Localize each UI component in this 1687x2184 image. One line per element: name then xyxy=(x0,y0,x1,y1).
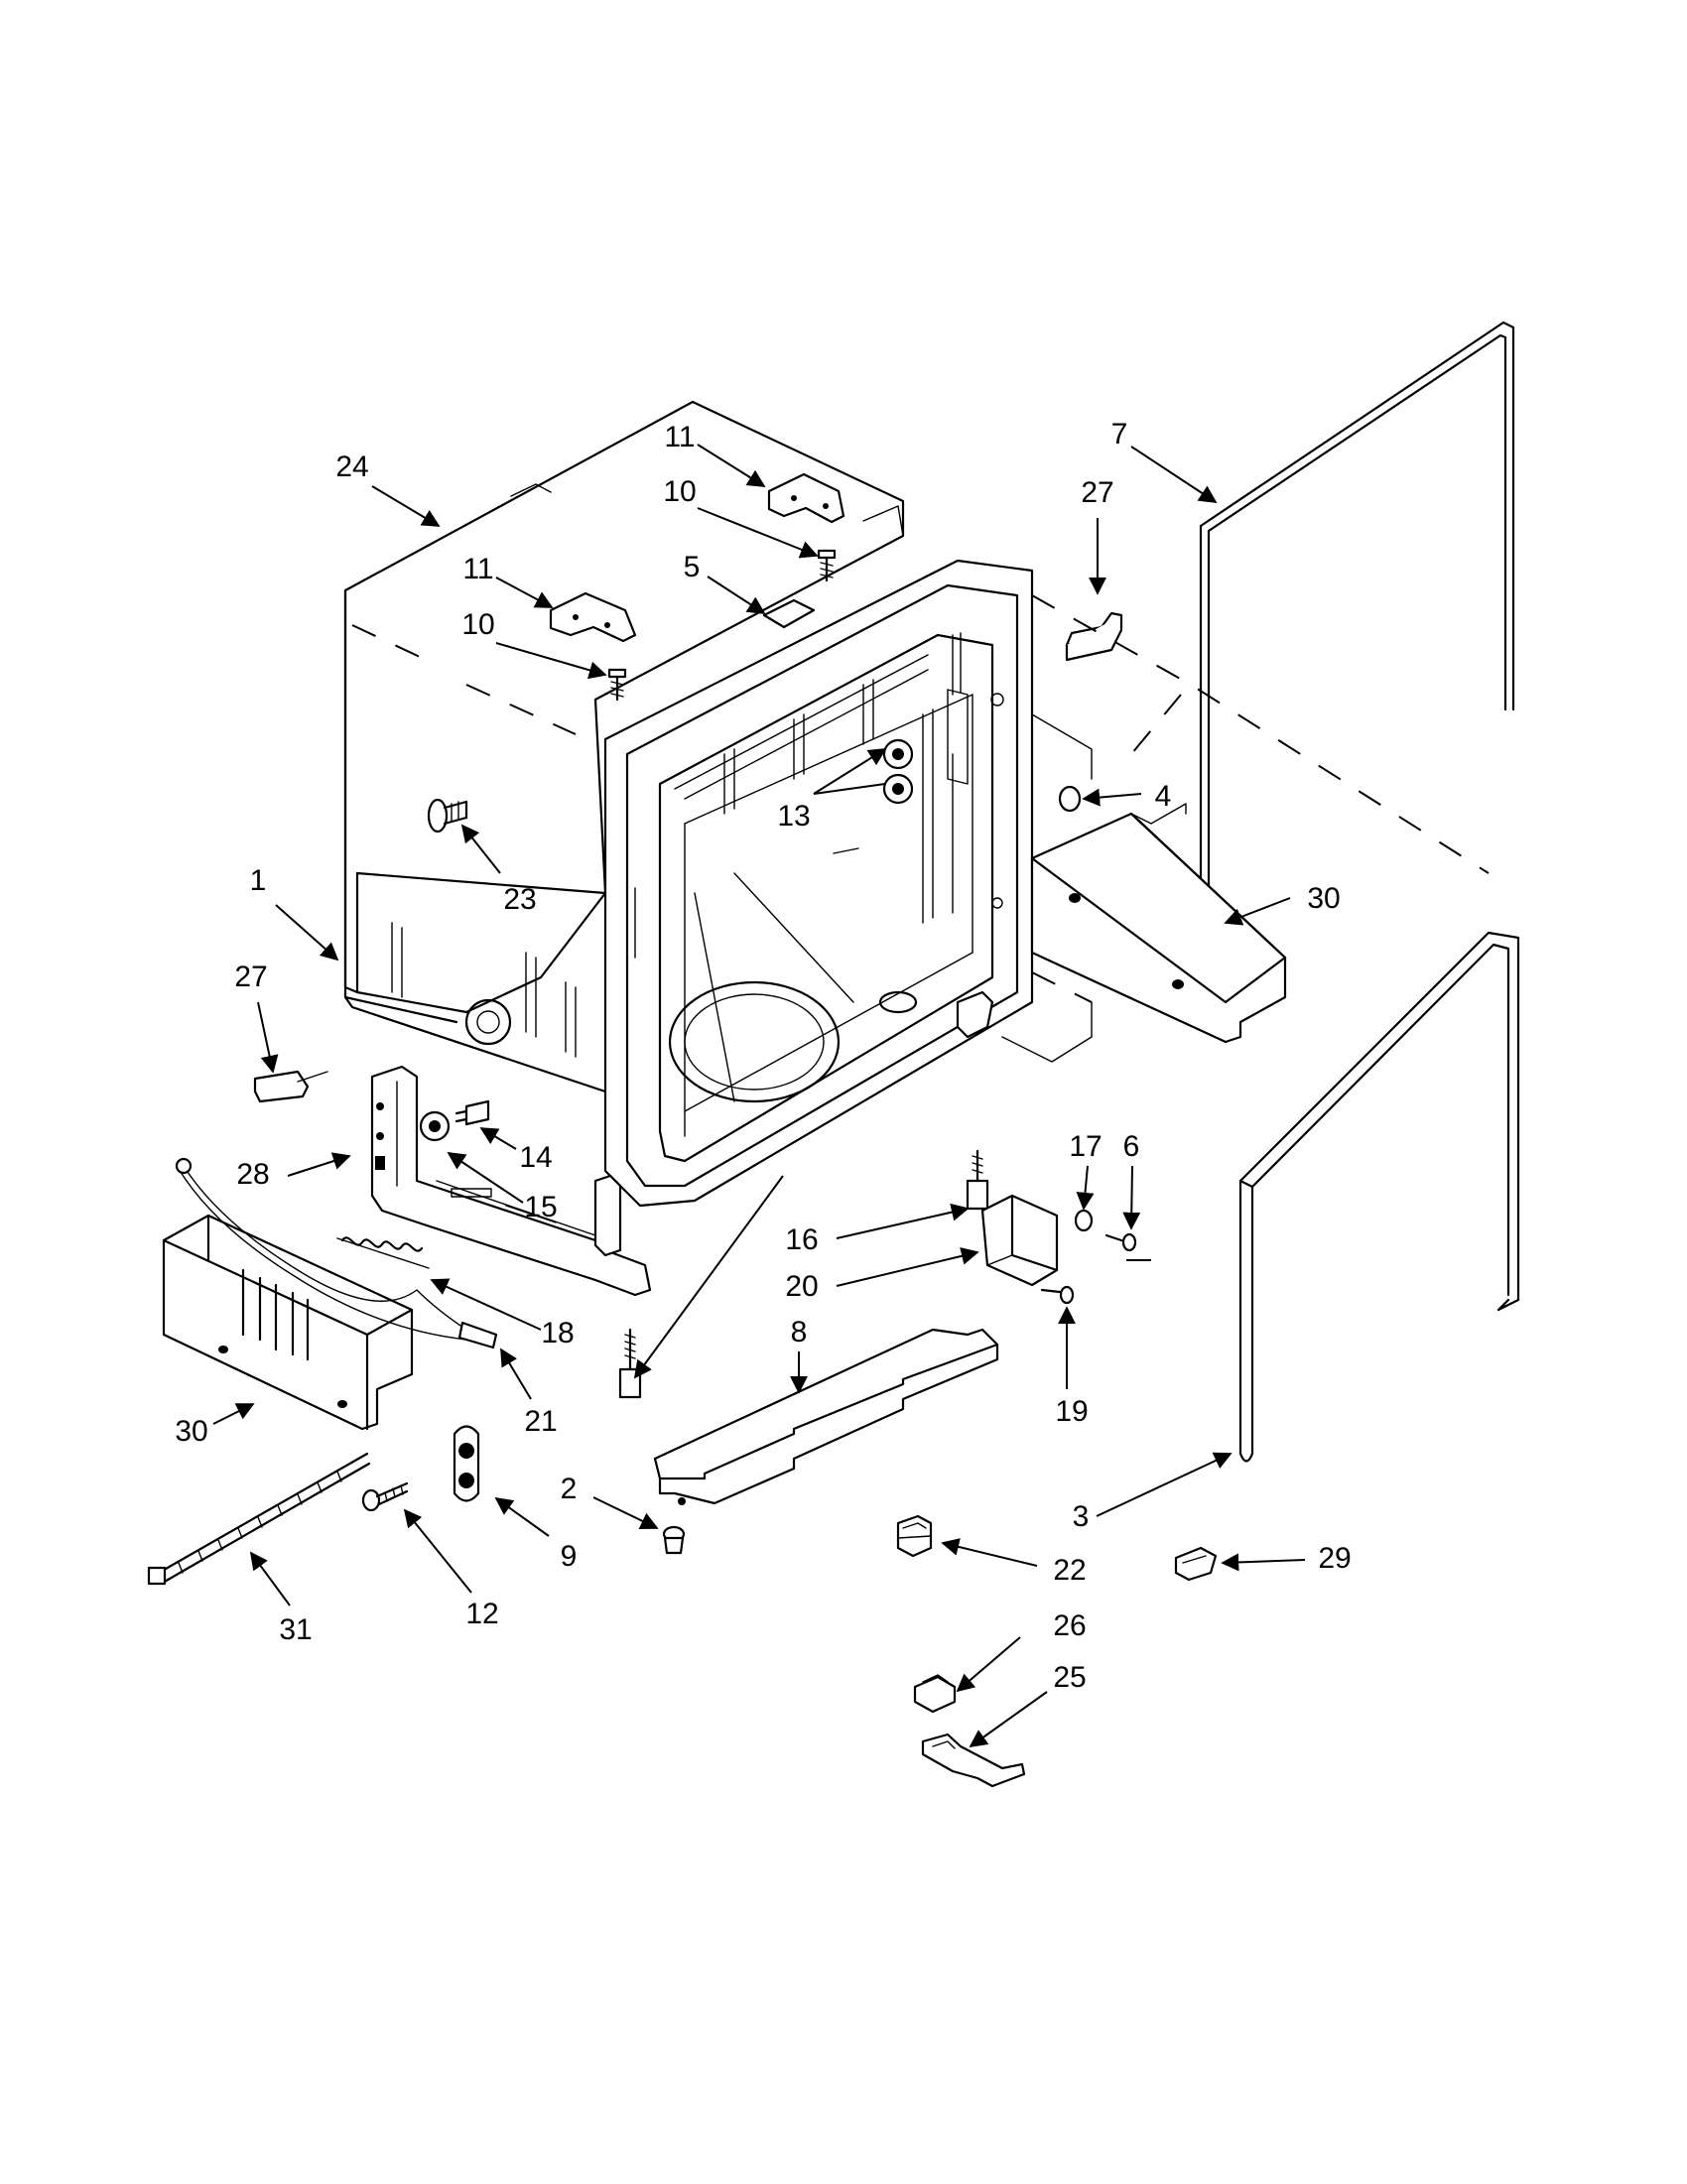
callout-31: 31 xyxy=(279,1613,312,1646)
callout-6: 6 xyxy=(1123,1130,1140,1163)
spring xyxy=(336,1236,430,1269)
screw-14 xyxy=(454,1099,490,1126)
callout-15: 15 xyxy=(524,1191,557,1223)
callout-28: 28 xyxy=(236,1158,269,1191)
side-panel-right xyxy=(1030,812,1287,1044)
side-panel-left xyxy=(162,1214,414,1431)
door-gasket-top xyxy=(1199,321,1515,895)
callout-21: 21 xyxy=(524,1405,557,1438)
callout-30: 30 xyxy=(175,1415,207,1448)
callout-20: 20 xyxy=(785,1270,818,1303)
washer-17 xyxy=(1074,1209,1094,1232)
callout-2: 2 xyxy=(561,1473,578,1505)
alignment-lines xyxy=(297,594,1490,1261)
bottom-plate xyxy=(653,1328,999,1505)
callout-10: 10 xyxy=(663,475,696,508)
callout-labels: 24 11 10 5 11 10 7 27 13 4 23 1 30 27 14… xyxy=(175,418,1351,1694)
callout-11: 11 xyxy=(462,553,493,585)
dishwasher-tub xyxy=(343,400,1034,1208)
grommet-9 xyxy=(453,1425,480,1502)
callout-4: 4 xyxy=(1155,780,1172,813)
hinge-bracket-upper xyxy=(767,472,845,524)
callout-26: 26 xyxy=(1053,1609,1086,1642)
hinge-bracket-lower xyxy=(549,591,637,643)
hole-plug xyxy=(1058,785,1082,813)
spacer-upper xyxy=(1065,611,1123,662)
clip-29 xyxy=(1174,1546,1218,1582)
leveling-leg-upper xyxy=(966,1149,989,1211)
callout-14: 14 xyxy=(519,1141,552,1174)
callout-5: 5 xyxy=(684,551,701,583)
callout-24: 24 xyxy=(335,450,368,483)
screw-upper xyxy=(817,549,837,582)
callout-30: 30 xyxy=(1307,882,1340,915)
callout-18: 18 xyxy=(541,1317,574,1349)
cable-tie xyxy=(147,1452,371,1586)
callout-17: 17 xyxy=(1069,1130,1102,1163)
callout-27: 27 xyxy=(234,961,267,993)
clip-22 xyxy=(896,1514,933,1558)
callout-10: 10 xyxy=(461,608,494,641)
screw-12 xyxy=(361,1481,409,1512)
callout-7: 7 xyxy=(1111,418,1128,450)
callout-16: 16 xyxy=(785,1223,818,1256)
screw-lower xyxy=(607,668,627,702)
leg-bracket xyxy=(980,1194,1059,1287)
leader-lines xyxy=(212,444,1306,1748)
callout-9: 9 xyxy=(561,1540,578,1573)
door-gasket-bottom xyxy=(1238,931,1520,1463)
float-switch-26 xyxy=(913,1674,957,1714)
callout-13: 13 xyxy=(777,800,810,833)
spacer-lower xyxy=(253,1070,310,1103)
callout-25: 25 xyxy=(1053,1661,1086,1694)
callout-12: 12 xyxy=(465,1598,498,1630)
leveling-leg-lower xyxy=(618,1328,642,1399)
callout-27: 27 xyxy=(1081,476,1113,509)
callout-1: 1 xyxy=(250,864,267,897)
plug-fastener xyxy=(427,798,468,834)
callout-22: 22 xyxy=(1053,1554,1086,1587)
callout-23: 23 xyxy=(503,883,536,916)
grommet-15 xyxy=(419,1110,451,1142)
wire-harness xyxy=(175,1157,498,1349)
callout-11: 11 xyxy=(664,421,695,453)
screw-6 xyxy=(1104,1232,1137,1252)
callout-29: 29 xyxy=(1318,1542,1351,1575)
stud-2 xyxy=(662,1525,686,1555)
callout-8: 8 xyxy=(791,1316,808,1349)
bracket-25 xyxy=(921,1733,1026,1788)
callout-19: 19 xyxy=(1055,1395,1088,1428)
screw-19 xyxy=(1040,1285,1075,1305)
tub-base-frame xyxy=(370,990,994,1297)
callout-3: 3 xyxy=(1073,1500,1090,1533)
